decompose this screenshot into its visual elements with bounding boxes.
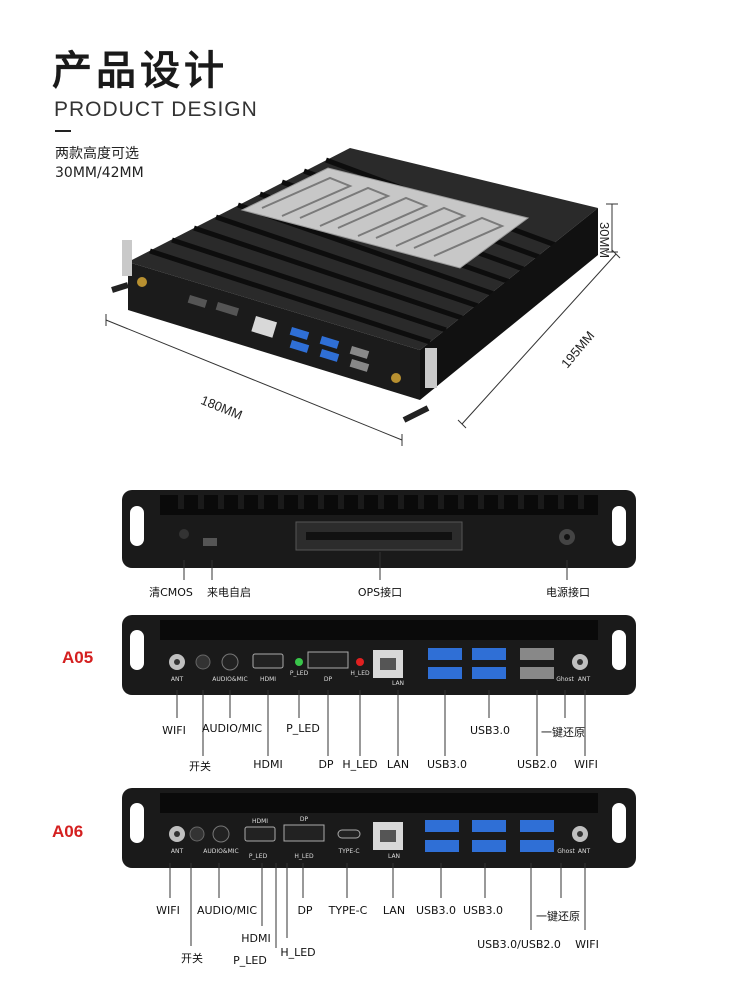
a05-callout-pled: P_LED: [286, 722, 320, 735]
a06-model-label: A06: [52, 822, 84, 841]
title-divider: [55, 130, 71, 132]
power-jack-label: 电源接口: [546, 586, 590, 599]
a06-port-typec: TYPE-C: [338, 848, 360, 855]
a05-port-dp: DP: [323, 676, 333, 683]
height-options-line1: 两款高度可选: [55, 146, 139, 162]
a06-callout-pled: P_LED: [233, 954, 267, 967]
a05-port-hdmi: HDMI: [259, 676, 277, 683]
a05-callout-usb30-bottom: USB3.0: [426, 758, 468, 771]
a06-callout-usb30-usb20: USB3.0/USB2.0: [477, 938, 561, 951]
a05-callout-wifi-left: WIFI: [162, 724, 186, 737]
a06-panel: [122, 788, 636, 948]
a05-callout-lan: LAN: [386, 758, 410, 771]
height-options-line2: 30MM/42MM: [55, 165, 144, 181]
a05-port-ant-right: ANT: [577, 676, 591, 683]
a06-callout-lan: LAN: [382, 904, 406, 917]
a06-callout-one-key-restore: 一键还原: [536, 910, 580, 923]
a06-callout-power-switch: 开关: [181, 952, 203, 965]
a06-port-ant-left: ANT: [170, 848, 184, 855]
a05-port-hled: H_LED: [350, 670, 370, 677]
a06-callout-typec: TYPE-C: [328, 904, 368, 917]
a06-callout-hdmi: HDMI: [241, 932, 271, 945]
a06-port-dp: DP: [299, 816, 309, 823]
a06-callout-hled: H_LED: [280, 946, 316, 959]
height-options: 两款高度可选 30MM/42MM: [55, 145, 144, 183]
a06-callout-wifi-right: WIFI: [575, 938, 599, 951]
a06-callout-dp: DP: [297, 904, 313, 917]
a05-port-lan: LAN: [391, 680, 405, 687]
a05-port-ant-left: ANT: [170, 676, 184, 683]
back-panel: [122, 490, 636, 580]
a05-callout-audio-mic: AUDIO/MIC: [201, 722, 263, 735]
a05-callout-dp: DP: [318, 758, 334, 771]
a05-callout-power-switch: 开关: [189, 760, 211, 773]
a05-callout-usb20: USB2.0: [516, 758, 558, 771]
a06-port-hled: H_LED: [294, 853, 314, 860]
a05-callout-hdmi: HDMI: [253, 758, 283, 771]
auto-power-on-label: 来电自启: [207, 586, 251, 599]
a06-port-audio: AUDIO&MIC: [203, 848, 239, 855]
a05-callout-one-key-restore: 一键还原: [541, 726, 585, 739]
a06-callout-wifi-left: WIFI: [156, 904, 180, 917]
a05-panel: [122, 615, 636, 756]
a06-port-pled: P_LED: [248, 853, 268, 860]
ops-interface-label: OPS接口: [357, 586, 403, 599]
a05-port-audio: AUDIO&MIC: [212, 676, 248, 683]
a05-model-label: A05: [62, 648, 94, 667]
a06-callout-usb30-2: USB3.0: [462, 904, 504, 917]
a05-callout-hled: H_LED: [342, 758, 378, 771]
a06-port-lan: LAN: [387, 853, 401, 860]
a06-port-ant-right: ANT: [577, 848, 591, 855]
page-title: 产品设计: [52, 48, 228, 94]
a06-port-ghost: Ghost: [557, 848, 575, 855]
page-subtitle-en: PRODUCT DESIGN: [54, 98, 258, 121]
a06-port-hdmi: HDMI: [251, 818, 269, 825]
a06-callout-usb30-1: USB3.0: [415, 904, 457, 917]
a05-port-pled: P_LED: [289, 670, 309, 677]
a06-callout-audio-mic: AUDIO/MIC: [196, 904, 258, 917]
a05-port-ghost: Ghost: [556, 676, 574, 683]
a05-callout-usb30-top: USB3.0: [469, 724, 511, 737]
clear-cmos-label: 清CMOS: [149, 586, 193, 599]
a05-callout-wifi-right: WIFI: [574, 758, 598, 771]
